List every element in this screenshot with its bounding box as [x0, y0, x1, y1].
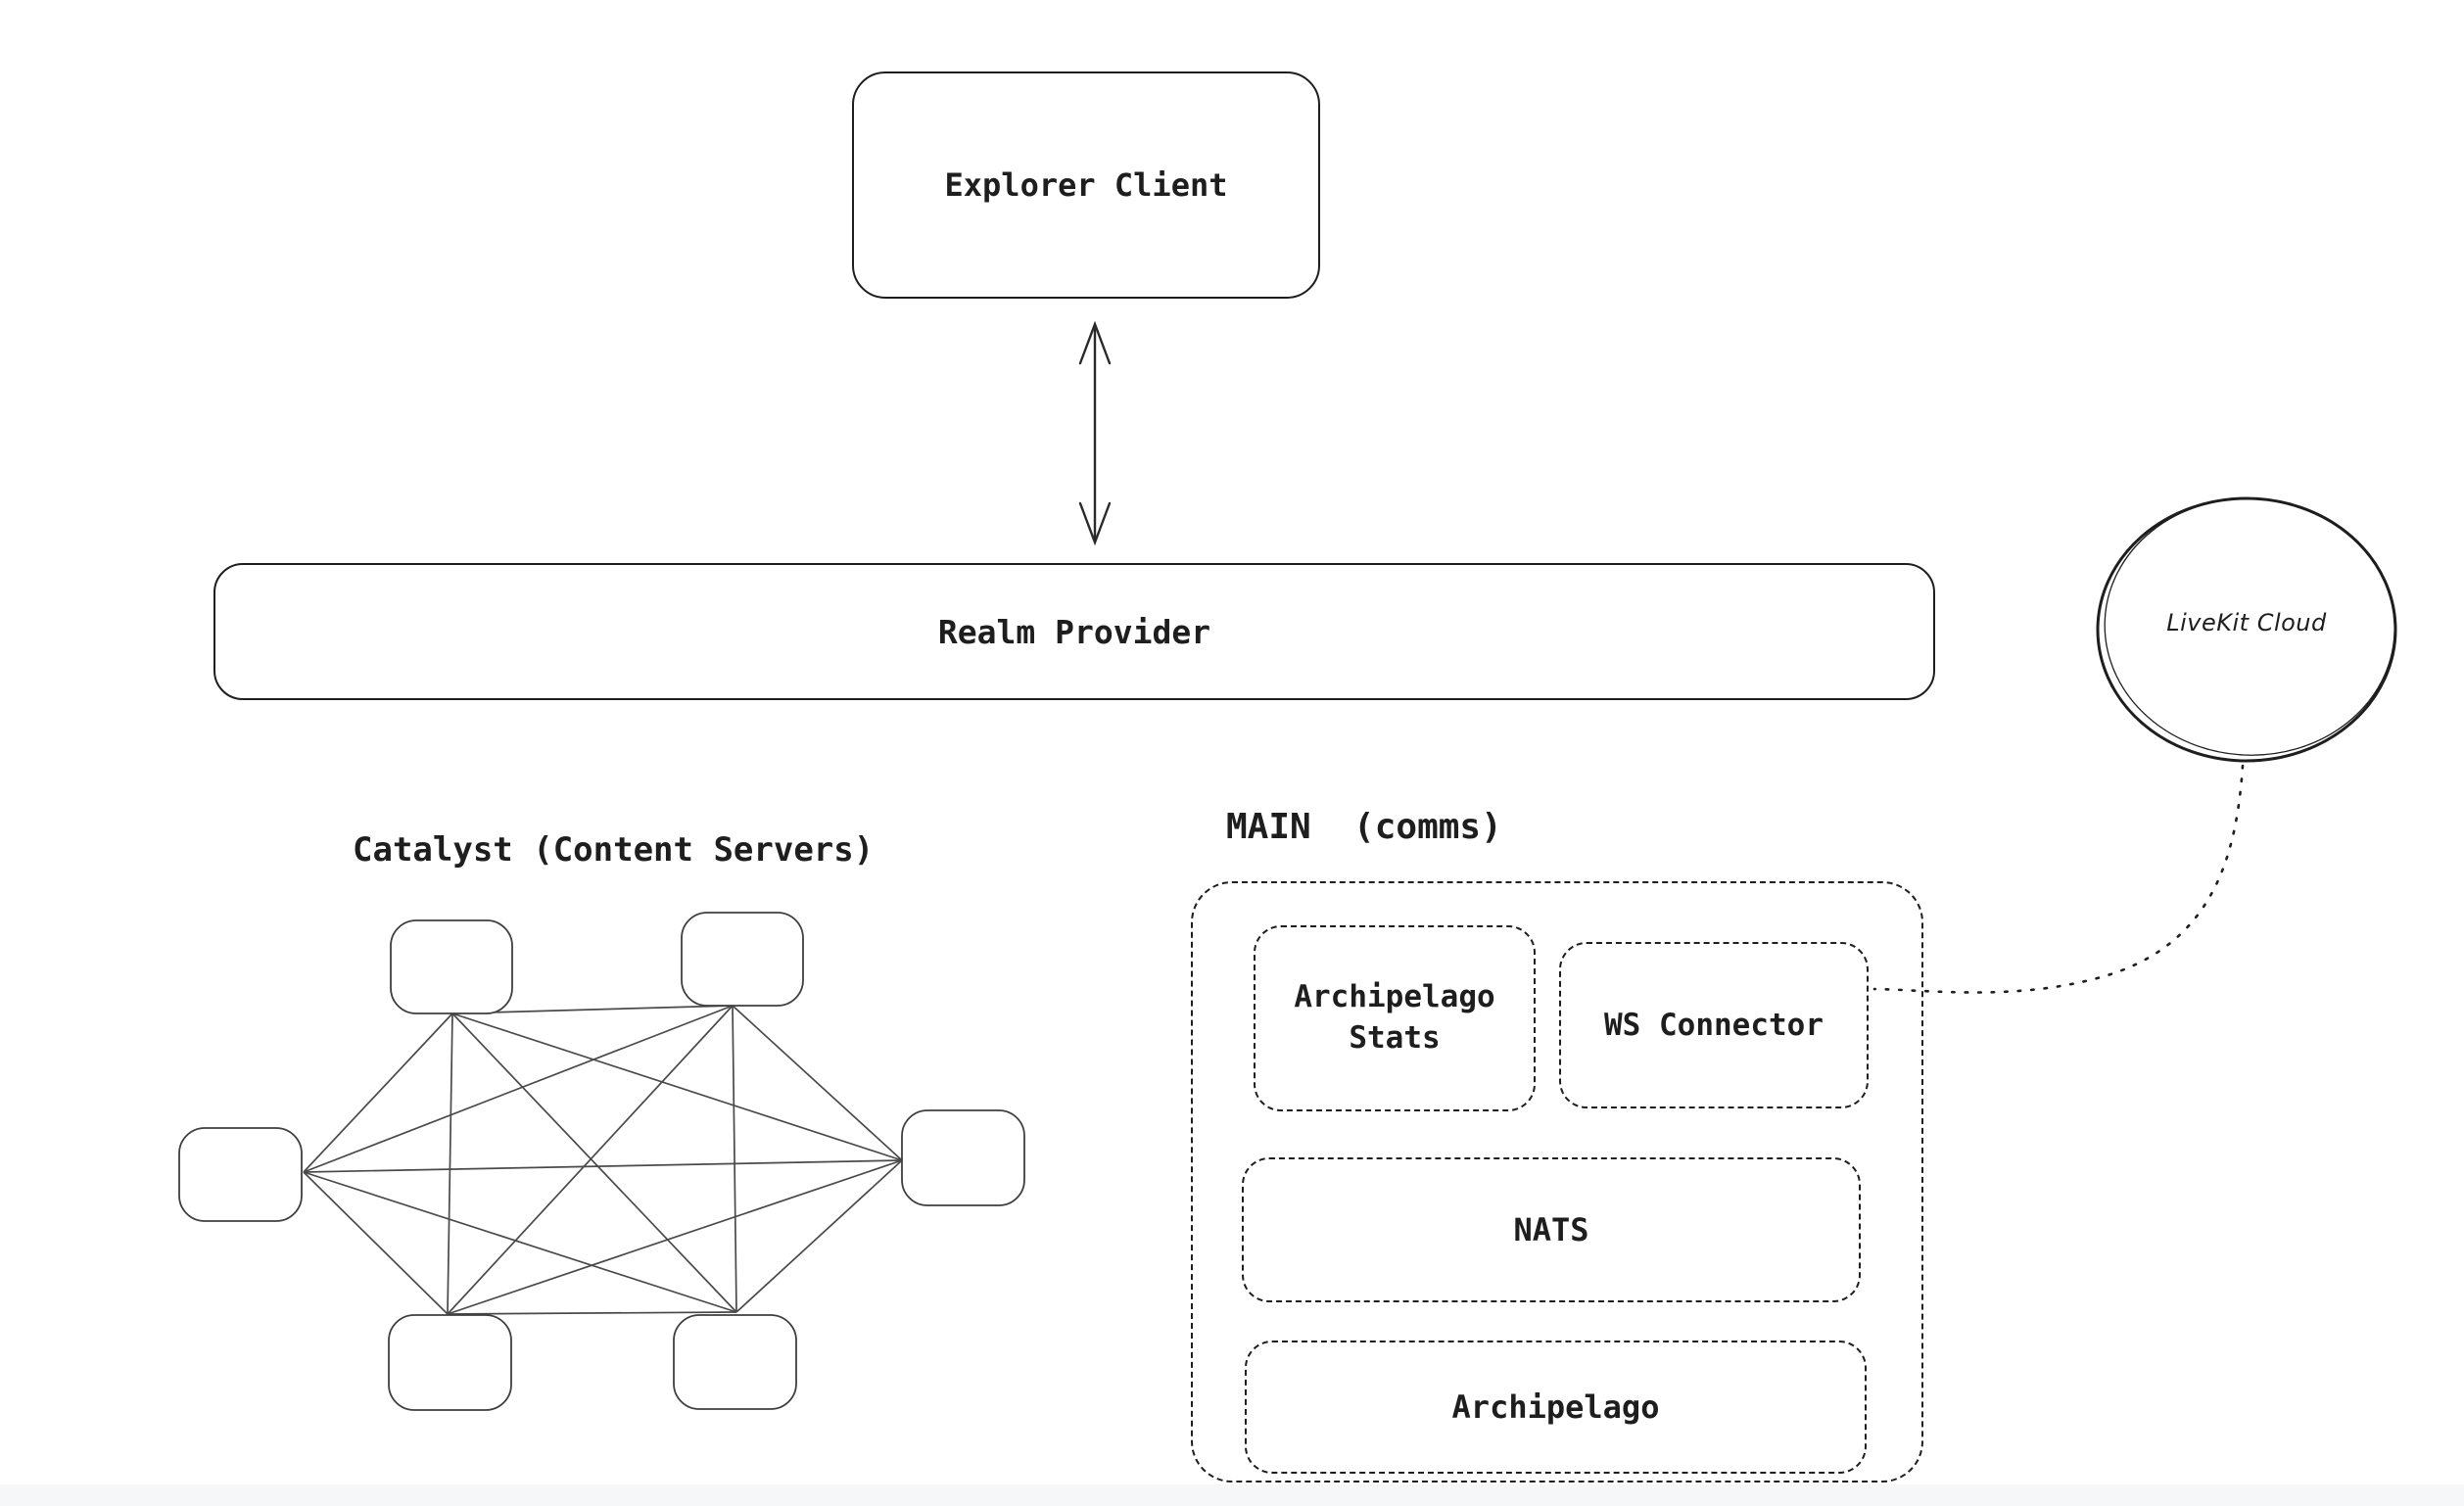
mesh-edge [303, 1171, 737, 1313]
nats-label: NATS [1513, 1211, 1589, 1248]
explorer-client-label: Explorer Client [944, 166, 1228, 204]
mesh-edge [451, 1012, 737, 1313]
explorer-realm-arrow [1078, 320, 1112, 546]
catalyst-server-node [388, 1314, 512, 1411]
mesh-edge [303, 1005, 734, 1173]
mesh-edge [732, 1005, 903, 1161]
ws-connector-label: WS Connector [1604, 1008, 1824, 1043]
mesh-edge [303, 1171, 449, 1315]
catalyst-server-node [901, 1109, 1025, 1206]
livekit-cloud-label: LiveKit Cloud [2166, 609, 2327, 636]
livekit-cloud-ellipse [2096, 496, 2397, 763]
mesh-edge [447, 1012, 453, 1315]
mesh-edge [451, 1005, 734, 1014]
main-section-title: MAIN (comms) [1226, 807, 1502, 847]
main-comms-container [1191, 881, 1923, 1482]
catalyst-server-node [390, 919, 513, 1014]
catalyst-server-node [178, 1127, 303, 1222]
ws-connector-box: WS Connector [1559, 942, 1869, 1108]
nats-box: NATS [1242, 1157, 1861, 1302]
catalyst-server-node [681, 912, 804, 1007]
footer-strip [0, 1484, 2464, 1506]
mesh-edge [447, 1311, 737, 1315]
mesh-edge [447, 1159, 903, 1315]
mesh-edge [735, 1159, 903, 1313]
realm-provider-box: Realm Provider [213, 563, 1935, 700]
mesh-edge [447, 1005, 734, 1315]
catalyst-server-node [673, 1314, 797, 1410]
mesh-edge [303, 1012, 453, 1173]
mesh-edge [732, 1005, 737, 1313]
mesh-edge [451, 1012, 903, 1161]
catalyst-mesh-edges [303, 1005, 903, 1315]
catalyst-section-title: Catalyst (Content Servers) [353, 830, 875, 870]
realm-provider-label: Realm Provider [937, 612, 1211, 651]
archipelago-label: Archipelago [1451, 1388, 1660, 1426]
livekit-ws-dotted-connector [1872, 764, 2245, 994]
archipelago-stats-label: Archipelago Stats [1294, 979, 1495, 1056]
archipelago-stats-box: Archipelago Stats [1254, 925, 1536, 1111]
mesh-edge [303, 1159, 903, 1173]
explorer-client-box: Explorer Client [852, 71, 1320, 299]
catalyst-mesh-nodes [178, 912, 1025, 1411]
archipelago-box: Archipelago [1245, 1341, 1867, 1474]
